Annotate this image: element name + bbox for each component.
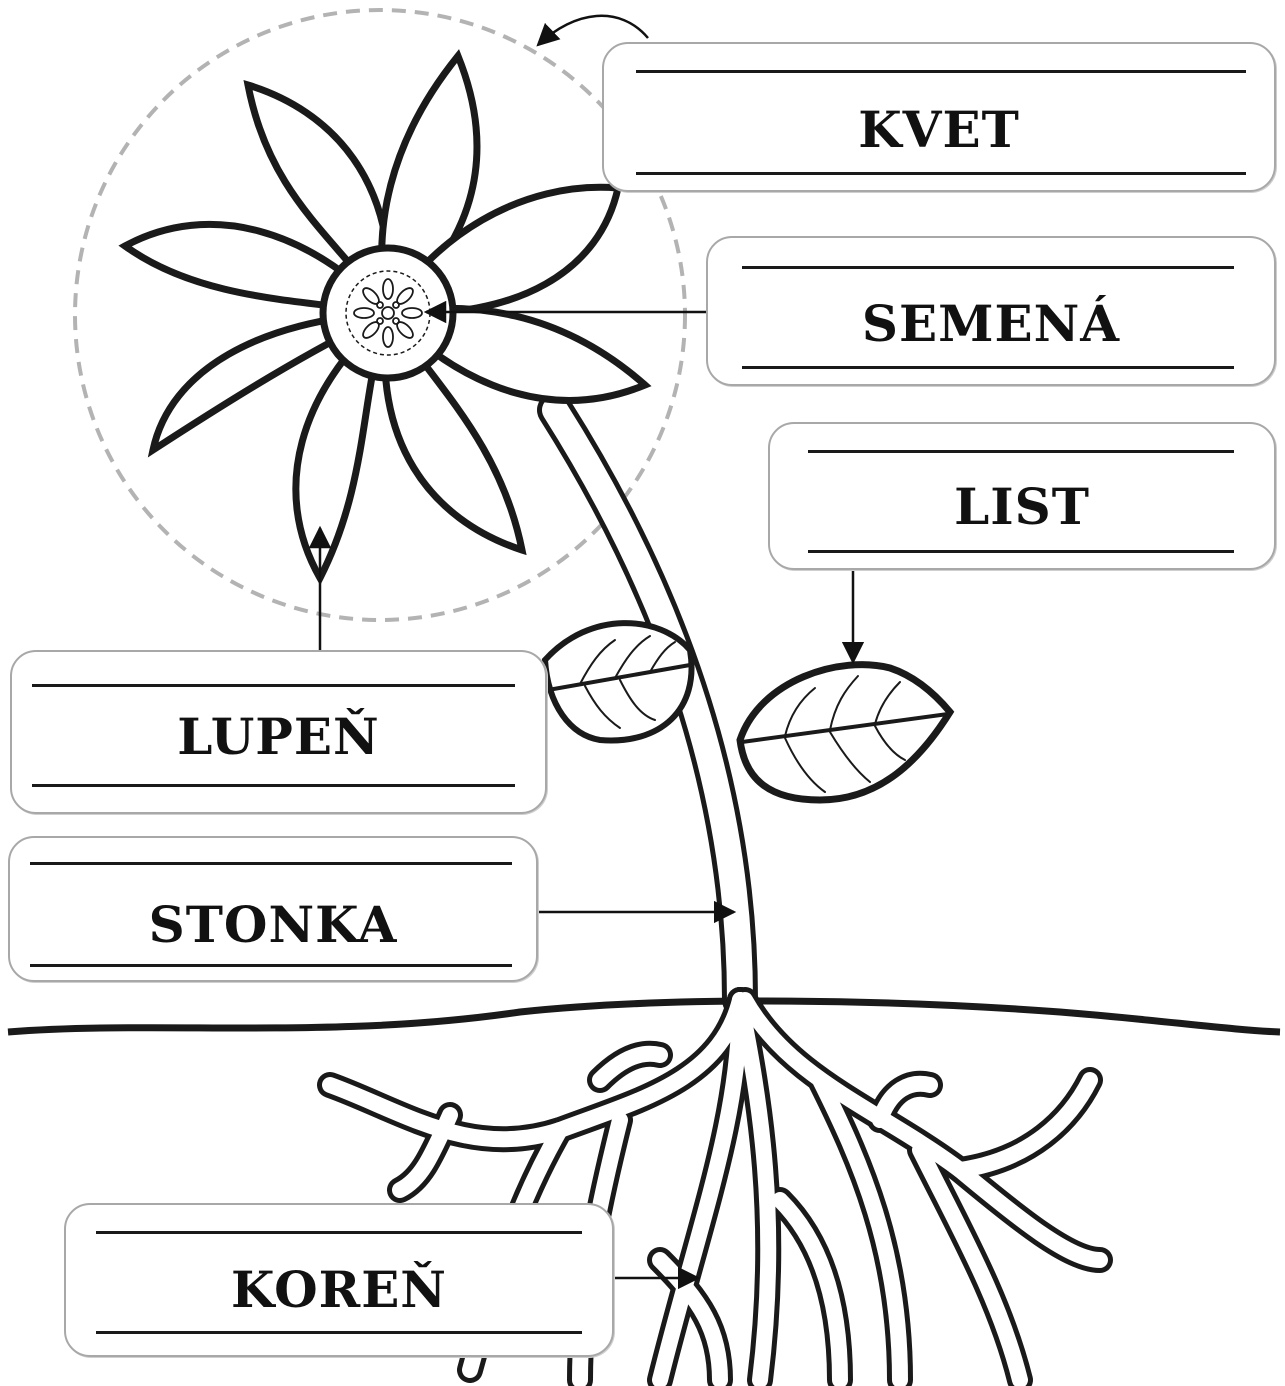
write-line-top	[32, 684, 515, 687]
roots	[317, 987, 1113, 1386]
label-box-list: LIST	[768, 422, 1276, 570]
label-lupen: LUPEŇ	[177, 707, 380, 766]
write-line-top	[808, 450, 1234, 453]
label-box-stonka: STONKA	[8, 836, 538, 982]
label-semena: SEMENÁ	[861, 294, 1121, 353]
write-line-top	[30, 862, 512, 865]
label-kvet: KVET	[858, 100, 1020, 159]
label-stonka: STONKA	[148, 895, 398, 954]
write-line-top	[96, 1231, 582, 1234]
label-box-semena: SEMENÁ	[706, 236, 1276, 386]
write-line-bottom	[30, 964, 512, 967]
right-leaf	[736, 661, 955, 804]
write-line-top	[636, 70, 1246, 73]
write-line-bottom	[96, 1331, 582, 1334]
label-box-koren: KOREŇ	[64, 1203, 614, 1357]
write-line-bottom	[32, 784, 515, 787]
label-box-kvet: KVET	[602, 42, 1276, 192]
write-line-bottom	[808, 550, 1234, 553]
flower-center	[319, 244, 457, 382]
label-box-lupen: LUPEŇ	[10, 650, 547, 814]
ground-line	[7, 997, 1281, 1036]
arrow-kvet	[536, 14, 649, 47]
write-line-bottom	[636, 172, 1246, 175]
write-line-bottom	[742, 366, 1234, 369]
label-koren: KOREŇ	[230, 1260, 448, 1319]
left-leaf	[541, 620, 695, 744]
flower-highlight-circle	[73, 8, 687, 622]
label-list: LIST	[954, 477, 1090, 536]
write-line-top	[742, 266, 1234, 269]
